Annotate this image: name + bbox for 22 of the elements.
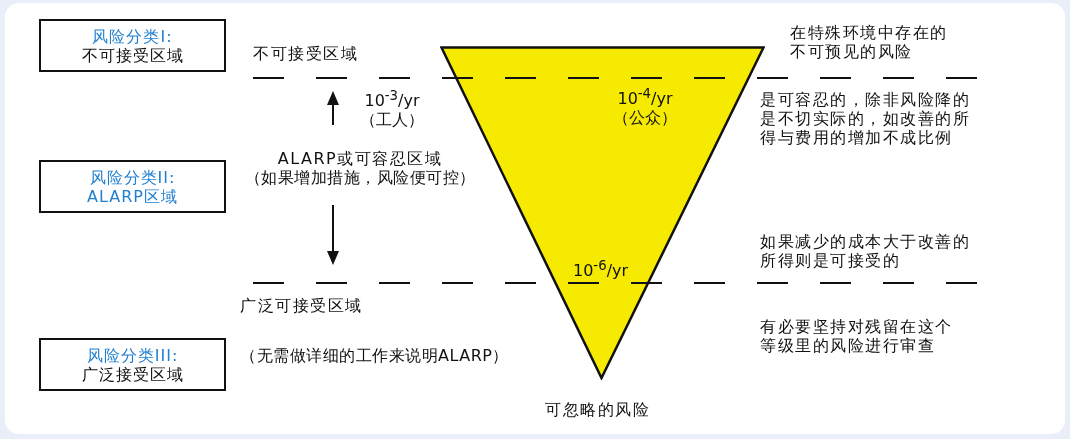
category-box — [39, 338, 226, 391]
risk-rate: 10$^{-4}$/yr （公众） — [612, 85, 678, 128]
category-box — [39, 160, 226, 213]
category-name: ALARP区域 — [87, 186, 178, 206]
region-label: 广泛可接受区域 — [240, 296, 364, 315]
note-text: 有必要坚持对残留在这个等级里的风险进行审查 — [760, 317, 954, 355]
note-text: （无需做详细的工作来说明ALARP） — [240, 346, 510, 365]
category-box — [39, 19, 226, 72]
region-label: ALARP或可容忍区域 — [276, 149, 444, 168]
category-heading: 风险分类I: — [92, 26, 173, 46]
region-label: 不可接受区域 — [253, 44, 359, 63]
note-text: 是可容忍的，除非风险降的是不切实际的，如改善的所得与费用的增加不成比例 — [760, 90, 971, 147]
risk-rate: 10$^{-6}$/yr — [573, 257, 630, 281]
region-label: 可忽略的风险 — [545, 400, 651, 419]
category-name: 广泛接受区域 — [81, 364, 184, 384]
category-heading: 风险分类II: — [89, 167, 176, 187]
note-text: 在特殊环境中存在的不可预见的风险 — [790, 23, 949, 61]
note-text: （如果增加措施，风险便可控） — [243, 168, 477, 187]
note-text: 如果减少的成本大于改善的所得则是可接受的 — [760, 232, 971, 270]
category-name: 不可接受区域 — [81, 45, 184, 65]
risk-rate: 10$^{-3}$/yr （工人） — [359, 87, 425, 130]
category-heading: 风险分类III: — [86, 345, 179, 365]
